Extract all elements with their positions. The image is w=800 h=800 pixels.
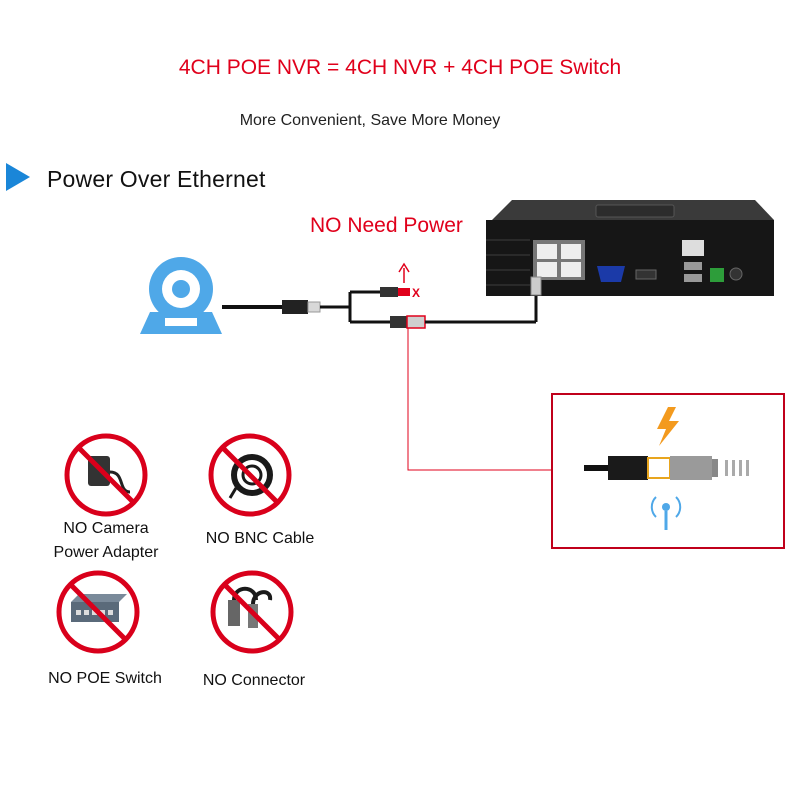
badge-no-connector	[210, 570, 294, 654]
section-arrow-icon	[6, 163, 30, 191]
badge-label-line1: NO Camera	[63, 520, 149, 537]
no-power-label: NO Need Power	[310, 214, 463, 237]
badge-no-power-adapter	[64, 433, 148, 517]
badge-label-no-power-adapter: NO Camera Power Adapter	[26, 517, 186, 565]
badge-label-no-bnc-cable: NO BNC Cable	[205, 530, 315, 547]
bnc-cable-icon	[228, 454, 273, 499]
nvr-device	[486, 200, 774, 296]
subline: More Convenient, Save More Money	[239, 112, 501, 129]
cable-cross-mark: X	[412, 286, 420, 300]
callout-leader-line	[407, 328, 552, 471]
camera-ethernet-cable	[222, 290, 392, 324]
badge-label-line2: Power Adapter	[53, 544, 159, 561]
ip-camera-icon	[140, 257, 222, 334]
lightning-bolt-icon	[657, 407, 679, 446]
poe-ports	[533, 240, 585, 280]
rj45-connector-icon	[584, 456, 749, 480]
power-branch-crossed	[380, 262, 410, 297]
headline: 4CH POE NVR = 4CH NVR + 4CH POE Switch	[178, 56, 622, 79]
poe-switch-icon	[71, 594, 127, 622]
badge-no-poe-switch	[56, 570, 140, 654]
badge-label-no-poe-switch: NO POE Switch	[48, 670, 162, 687]
badge-no-bnc-cable	[208, 433, 292, 517]
section-title: Power Over Ethernet	[47, 166, 266, 192]
badge-label-no-connector: NO Connector	[202, 672, 306, 689]
signal-antenna-icon	[650, 496, 682, 530]
